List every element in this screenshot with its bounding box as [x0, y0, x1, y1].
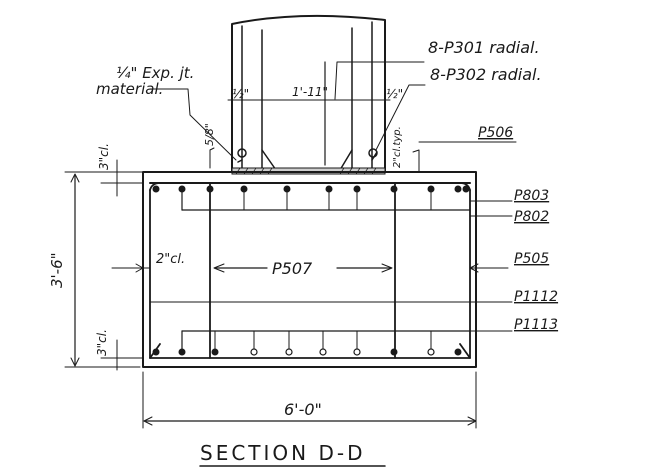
- bar-p1113-label: P1113: [514, 317, 558, 333]
- dim-3cl-bottom: 3"cl.: [95, 329, 109, 356]
- dim-2cl-typ: 2"cl.typ.: [392, 126, 403, 168]
- exp-joint-label-2: material.: [96, 80, 163, 98]
- exp-joint-label-1: ¼" Exp. jt.: [116, 64, 194, 82]
- bar-p507-label: P507: [272, 259, 313, 278]
- dim-5-8: 5/8": [203, 123, 216, 146]
- leader-lines: [149, 61, 517, 332]
- top-reinforcement: [149, 182, 471, 211]
- bar-p506-label: P506: [478, 125, 513, 141]
- bar-p803-label: P803: [514, 188, 549, 204]
- radial-p301-label: 8-P301 radial.: [428, 38, 540, 57]
- dimension-lines: [64, 93, 509, 429]
- bar-p802-label: P802: [514, 209, 549, 225]
- labels: ¼" Exp. jt. material. 8-P301 radial. 8-P…: [48, 38, 558, 419]
- footing-outline: [142, 171, 477, 368]
- bottom-reinforcement: [152, 330, 471, 356]
- dim-half-left: ½": [232, 87, 249, 101]
- bar-p505-label: P505: [514, 251, 549, 267]
- dim-half-right: ½": [386, 87, 403, 101]
- bar-p1112-label: P1112: [514, 289, 558, 305]
- section-title: SECTION D-D: [200, 441, 366, 465]
- dim-2cl-side: 2"cl.: [156, 252, 185, 267]
- dim-width: 6'-0": [284, 400, 322, 419]
- dim-height: 3'-6": [48, 252, 66, 288]
- radial-p302-label: 8-P302 radial.: [430, 65, 542, 84]
- dim-center: 1'-11": [292, 85, 328, 99]
- dim-3cl-top: 3"cl.: [97, 143, 111, 170]
